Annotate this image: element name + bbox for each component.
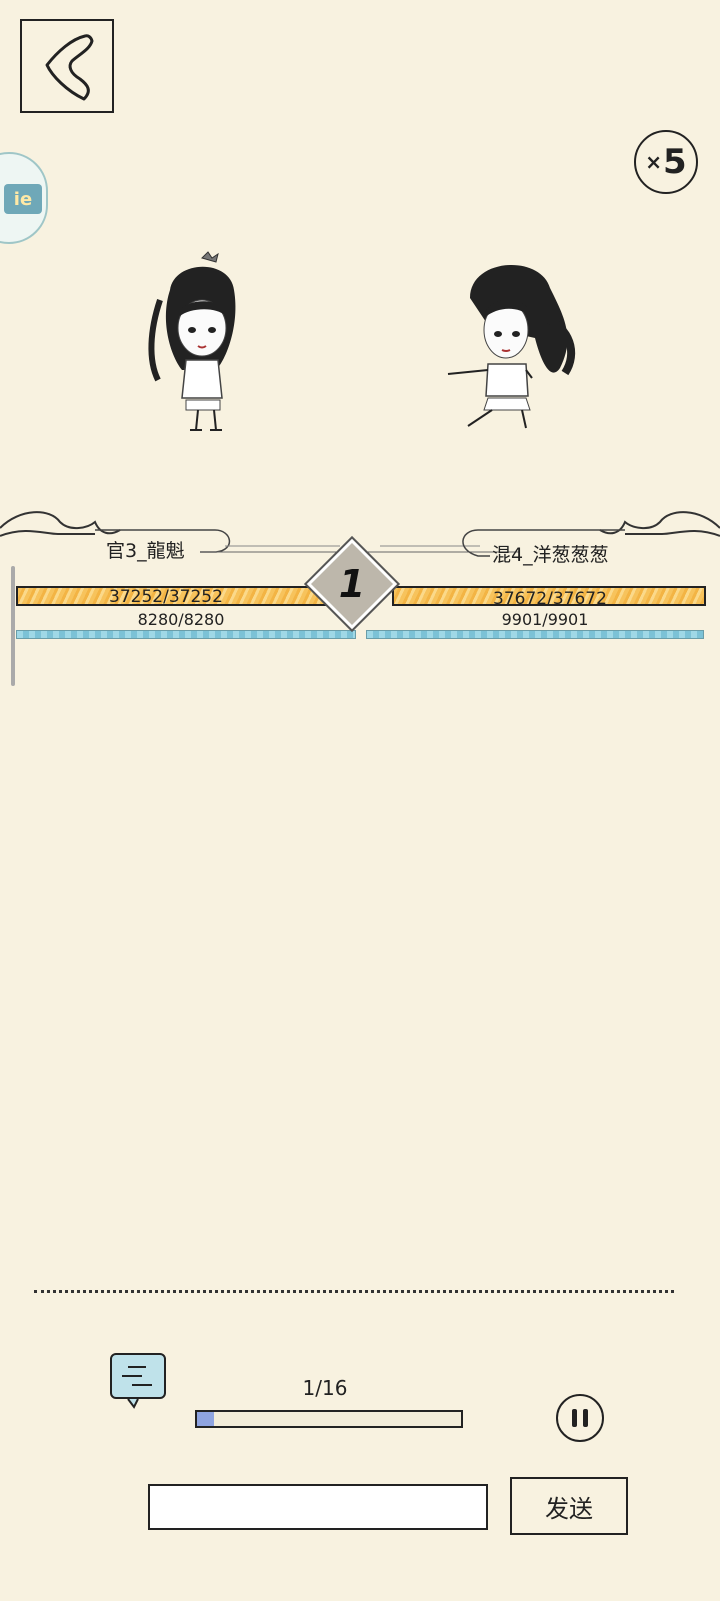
- left-mp-text: 8280/8280: [137, 610, 225, 629]
- send-button[interactable]: 发送: [510, 1477, 628, 1535]
- speed-multiplier-value: 5: [663, 142, 687, 182]
- speed-multiplier-button[interactable]: ×5: [634, 130, 698, 194]
- back-arrow-icon: [45, 34, 94, 101]
- pause-button[interactable]: [556, 1394, 604, 1442]
- left-mp-bar: [16, 630, 356, 639]
- app-shortcut-icon: ie: [4, 184, 42, 214]
- chat-log-button[interactable]: [110, 1353, 166, 1409]
- chat-bubble-icon: [122, 1366, 152, 1409]
- right-fighter-sprite: [447, 265, 576, 429]
- right-hp-fill: [394, 588, 704, 604]
- scroll-indicator: [11, 566, 15, 686]
- left-hp-fill: [18, 588, 324, 604]
- left-hp-bar: [16, 586, 326, 606]
- back-button[interactable]: [20, 19, 114, 113]
- right-mp-text: 9901/9901: [501, 610, 589, 629]
- message-input[interactable]: [148, 1484, 488, 1530]
- right-hp-text: 37672/37672: [493, 589, 607, 609]
- left-mp-fill: [17, 631, 355, 638]
- right-mp-bar: [366, 630, 704, 639]
- left-hp-text: 37252/37252: [109, 587, 223, 607]
- battle-log-divider: [34, 1290, 674, 1293]
- right-fighter-name: 混4_洋葱葱葱: [492, 544, 609, 566]
- right-mp-fill: [367, 631, 703, 638]
- round-number: 1: [338, 562, 366, 606]
- round-progress-label: 1/16: [302, 1376, 348, 1400]
- left-fighter-name: 官3_龍魁: [106, 540, 185, 562]
- round-progress-bar: [195, 1410, 463, 1428]
- speed-prefix: ×: [645, 150, 663, 174]
- right-hp-bar: [392, 586, 706, 606]
- side-floating-tab[interactable]: ie: [0, 152, 48, 244]
- left-fighter-sprite: [148, 251, 236, 431]
- pause-icon: [572, 1409, 577, 1427]
- round-progress-fill: [197, 1412, 214, 1426]
- pause-icon-bar: [583, 1409, 588, 1427]
